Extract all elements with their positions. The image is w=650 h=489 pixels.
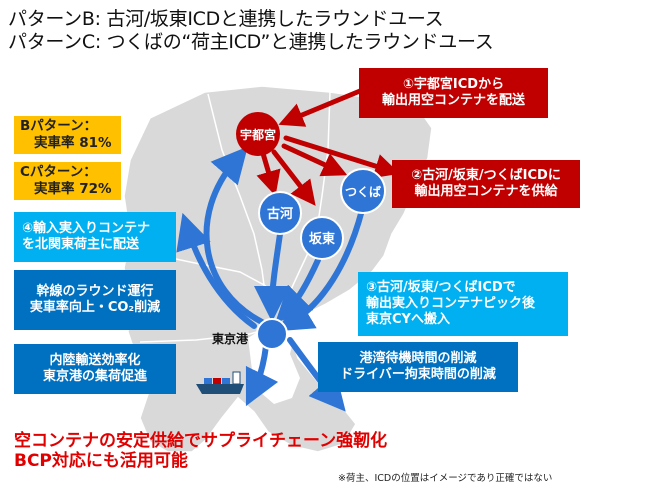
slogan-line1: 空コンテナの安定供給でサプライチェーン強靭化 — [14, 431, 388, 451]
bando-node — [300, 216, 344, 260]
step4-box: ④輸入実入りコンテナ を北関東荷主に配送 — [14, 212, 176, 262]
arrow-tokyo-to-port — [287, 337, 346, 412]
koga-node — [258, 191, 302, 235]
arrow-tokyo-to-inland — [245, 343, 279, 407]
arrow-utsunomiya-to-tsukuba — [281, 143, 348, 177]
pattern-b-line1: Bパターン： — [20, 118, 98, 135]
pattern-c-line2: 実車率 72% — [34, 181, 112, 197]
inland-line2: 東京港の集荷促進 — [42, 369, 147, 384]
arrow-koga-to-tokyo — [254, 231, 291, 322]
footnote: ※荷主、ICDの位置はイメージであり正確ではない — [338, 473, 553, 484]
arrow-utsunomiya-to-koga — [256, 147, 281, 196]
tsukuba-label: つくば — [345, 184, 381, 199]
step1-line2: 輸出用空コンテナを配送 — [381, 93, 525, 108]
utsunomiya-label: 宇都宮 — [240, 127, 276, 142]
step2-line2: 輸出用空コンテナを供給 — [414, 184, 558, 199]
pattern-c-line1: Cパターン： — [20, 164, 97, 181]
title-pattern-c: パターンC: つくばの“荷主ICD”と連携したラウンドユース — [8, 31, 494, 53]
round-operation-line1: 幹線のラウンド運行 — [36, 283, 154, 299]
container-ship-icon — [196, 371, 244, 394]
tsukuba-node — [340, 168, 386, 214]
pattern-b-badge: Bパターン： 実車率 81% — [14, 116, 121, 154]
pattern-b-line2: 実車率 81% — [34, 135, 112, 151]
arrow-utsunomiya-to-bando — [271, 149, 316, 206]
step4-line1: ④輸入実入りコンテナ — [22, 220, 151, 236]
tokyo-port-node — [256, 318, 288, 350]
inland-efficiency-box: 内陸輸送効率化 東京港の集荷促進 — [14, 344, 176, 394]
arrow-tsukuba-to-tokyo — [276, 207, 365, 332]
blue-flow-arrows — [176, 146, 365, 412]
round-operation-line2: 実車率向上・CO₂削減 — [29, 300, 161, 315]
arrow-utsunomiya-to-step2 — [283, 135, 400, 179]
red-flow-arrows — [256, 83, 400, 206]
step2-line1: ②古河/坂東/つくばICDに — [411, 167, 561, 183]
inland-line1: 内陸輸送効率化 — [49, 352, 141, 368]
koga-label: 古河 — [267, 206, 293, 222]
step1-box: ①宇都宮ICDから 輸出用空コンテナを配送 — [359, 68, 548, 118]
port-line2: ドライバー拘束時間の削減 — [340, 367, 496, 382]
port-line1: 港湾待機時間の削減 — [359, 350, 477, 366]
bando-label: 坂東 — [309, 231, 335, 247]
step3-line1: ③古河/坂東/つくばICDで — [366, 279, 516, 295]
tokyo-port-label: 東京港 — [212, 331, 249, 346]
port-waiting-box: 港湾待機時間の削減 ドライバー拘束時間の削減 — [318, 342, 518, 392]
utsunomiya-node — [236, 112, 280, 156]
step3-line2: 輸出実入りコンテナピック後 — [366, 295, 536, 311]
step1-line1: ①宇都宮ICDから — [402, 76, 505, 92]
title-pattern-b: パターンB: 古河/坂東ICDと連携したラウンドユース — [8, 8, 444, 30]
step3-box: ③古河/坂東/つくばICDで 輸出実入りコンテナピック後 東京CYへ搬入 — [358, 272, 568, 336]
step3-line3: 東京CYへ搬入 — [366, 312, 450, 328]
step4-line2: を北関東荷主に配送 — [22, 237, 140, 252]
slogan-line2: BCP対応にも活用可能 — [14, 451, 188, 471]
step2-box: ②古河/坂東/つくばICDに 輸出用空コンテナを供給 — [392, 160, 580, 208]
pattern-c-badge: Cパターン： 実車率 72% — [14, 162, 121, 200]
round-operation-box: 幹線のラウンド運行 実車率向上・CO₂削減 — [14, 270, 176, 330]
arrow-step1-to-utsunomiya — [278, 83, 375, 127]
arrow-tokyo-to-step4 — [176, 212, 257, 329]
